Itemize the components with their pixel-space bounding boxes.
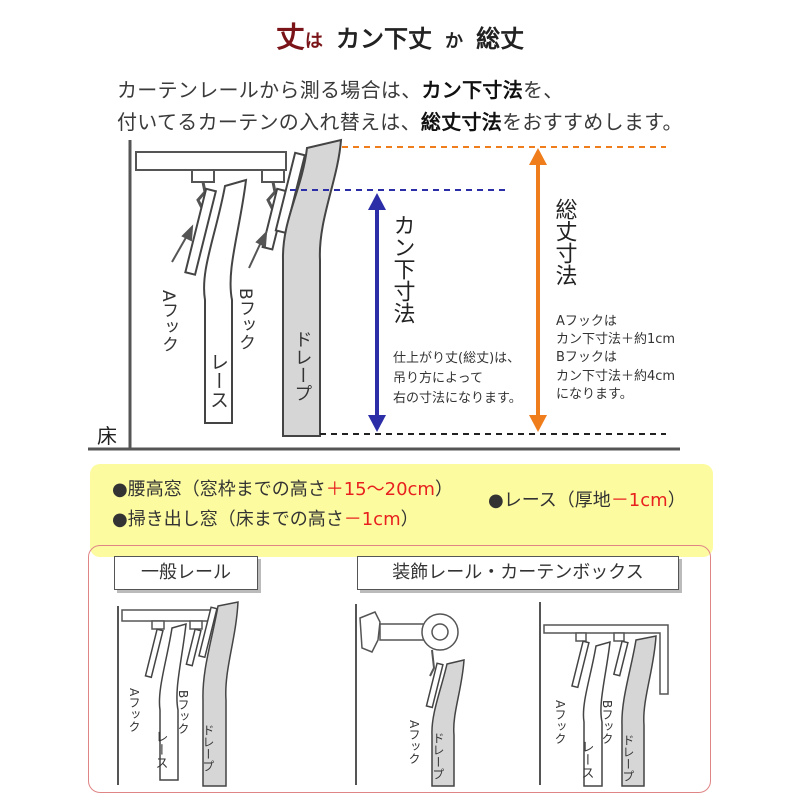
lace-curtain [582,640,611,787]
condition-hakidashi: ●掃き出し窓（床までの高さ－1cm） [112,509,419,530]
general-rail-label: 一般レール [114,556,258,590]
decor-rail-label: 装飾レール・カーテンボックス [357,556,679,590]
svg-text:カン下寸法＋約1cm: カン下寸法＋約1cm [556,332,675,347]
svg-text:仕上がり丈(総丈)は、: 仕上がり丈(総丈)は、 [393,351,520,366]
floor-label: 床 [97,424,117,448]
lace-curtain [158,622,187,781]
condition-koshidaka: ●腰高窓（窓枠までの高さ＋15〜20cm） [112,479,453,500]
kanshita-arrow-head-bottom [368,415,386,432]
svg-text:レース: レース [579,740,594,779]
kanshita-label: カン下寸法 [390,214,416,324]
svg-text:Bフック: Bフック [600,700,614,744]
page-title: 丈は カン下丈 か 総丈 [275,20,525,54]
hook-a-icon [144,628,164,679]
svg-text:カン下寸法＋約4cm: カン下寸法＋約4cm [556,369,675,384]
arrow-to-hook-b-icon [248,230,268,269]
general-rail-bar [121,609,213,622]
drape-curtain [431,659,465,787]
svg-text:ドレープ: ドレープ [621,734,635,782]
hook-a-icon [425,662,444,709]
svg-text:Bフックは: Bフックは [556,350,617,365]
drape-curtain [281,138,343,437]
hook-b-label: Bフック [235,288,255,351]
lace-label: レース [207,352,229,409]
svg-text:Aフック: Aフック [127,688,141,732]
svg-text:Aフック: Aフック [407,720,421,764]
condition-lace: ●レース（厚地－1cm） [488,490,686,511]
decorative-rail-diagram: Aフック ドレープ [355,604,465,787]
drape-curtain [202,601,239,787]
soutake-label: 総丈寸法 [552,198,578,286]
soutake-arrow-head-top [529,148,547,165]
arrow-to-hook-a-icon [171,224,194,263]
drape-label: ドレープ [292,330,313,402]
soutake-note: Aフックは カン下寸法＋約1cm Bフックは カン下寸法＋約4cm になります。 [556,314,675,402]
svg-text:Bフック: Bフック [176,690,190,734]
svg-text:になります。: になります。 [556,387,633,402]
drape-curtain [621,635,657,787]
hook-b-icon [185,628,202,667]
svg-text:Aフック: Aフック [553,700,567,744]
svg-text:吊り方によって: 吊り方によって [393,370,483,386]
hook-a-icon [184,181,218,276]
hook-b-icon [612,640,629,677]
lace-curtain [203,178,248,424]
rail-bracket [359,611,381,653]
rail-types-box [88,545,711,793]
intro-line-2: 付いてるカーテンの入れ替えは、総丈寸法をおすすめします。 [117,110,683,134]
curtain-box [543,624,669,695]
soutake-arrow-head-bottom [529,415,547,432]
intro-line-1: カーテンレールから測る場合は、カン下寸法を、 [117,78,564,102]
hook-b-icon [261,181,289,251]
kanshita-arrow-head-top [368,193,386,210]
svg-text:レース: レース [153,730,168,769]
svg-text:ドレープ: ドレープ [201,724,215,772]
general-rail-diagram: Aフック Bフック レース ドレープ [117,601,239,787]
hook-a-icon [571,640,590,689]
hook-a-label: Aフック [158,290,178,353]
svg-text:Aフックは: Aフックは [556,314,617,329]
svg-text:右の寸法になります。: 右の寸法になります。 [393,391,522,406]
curtain-box-diagram: Aフック Bフック レース ドレープ [539,602,669,787]
svg-text:ドレープ: ドレープ [431,732,445,780]
conditions-box [90,464,713,557]
kanshita-note: 仕上がり丈(総丈)は、 吊り方によって 右の寸法になります。 [393,351,522,406]
